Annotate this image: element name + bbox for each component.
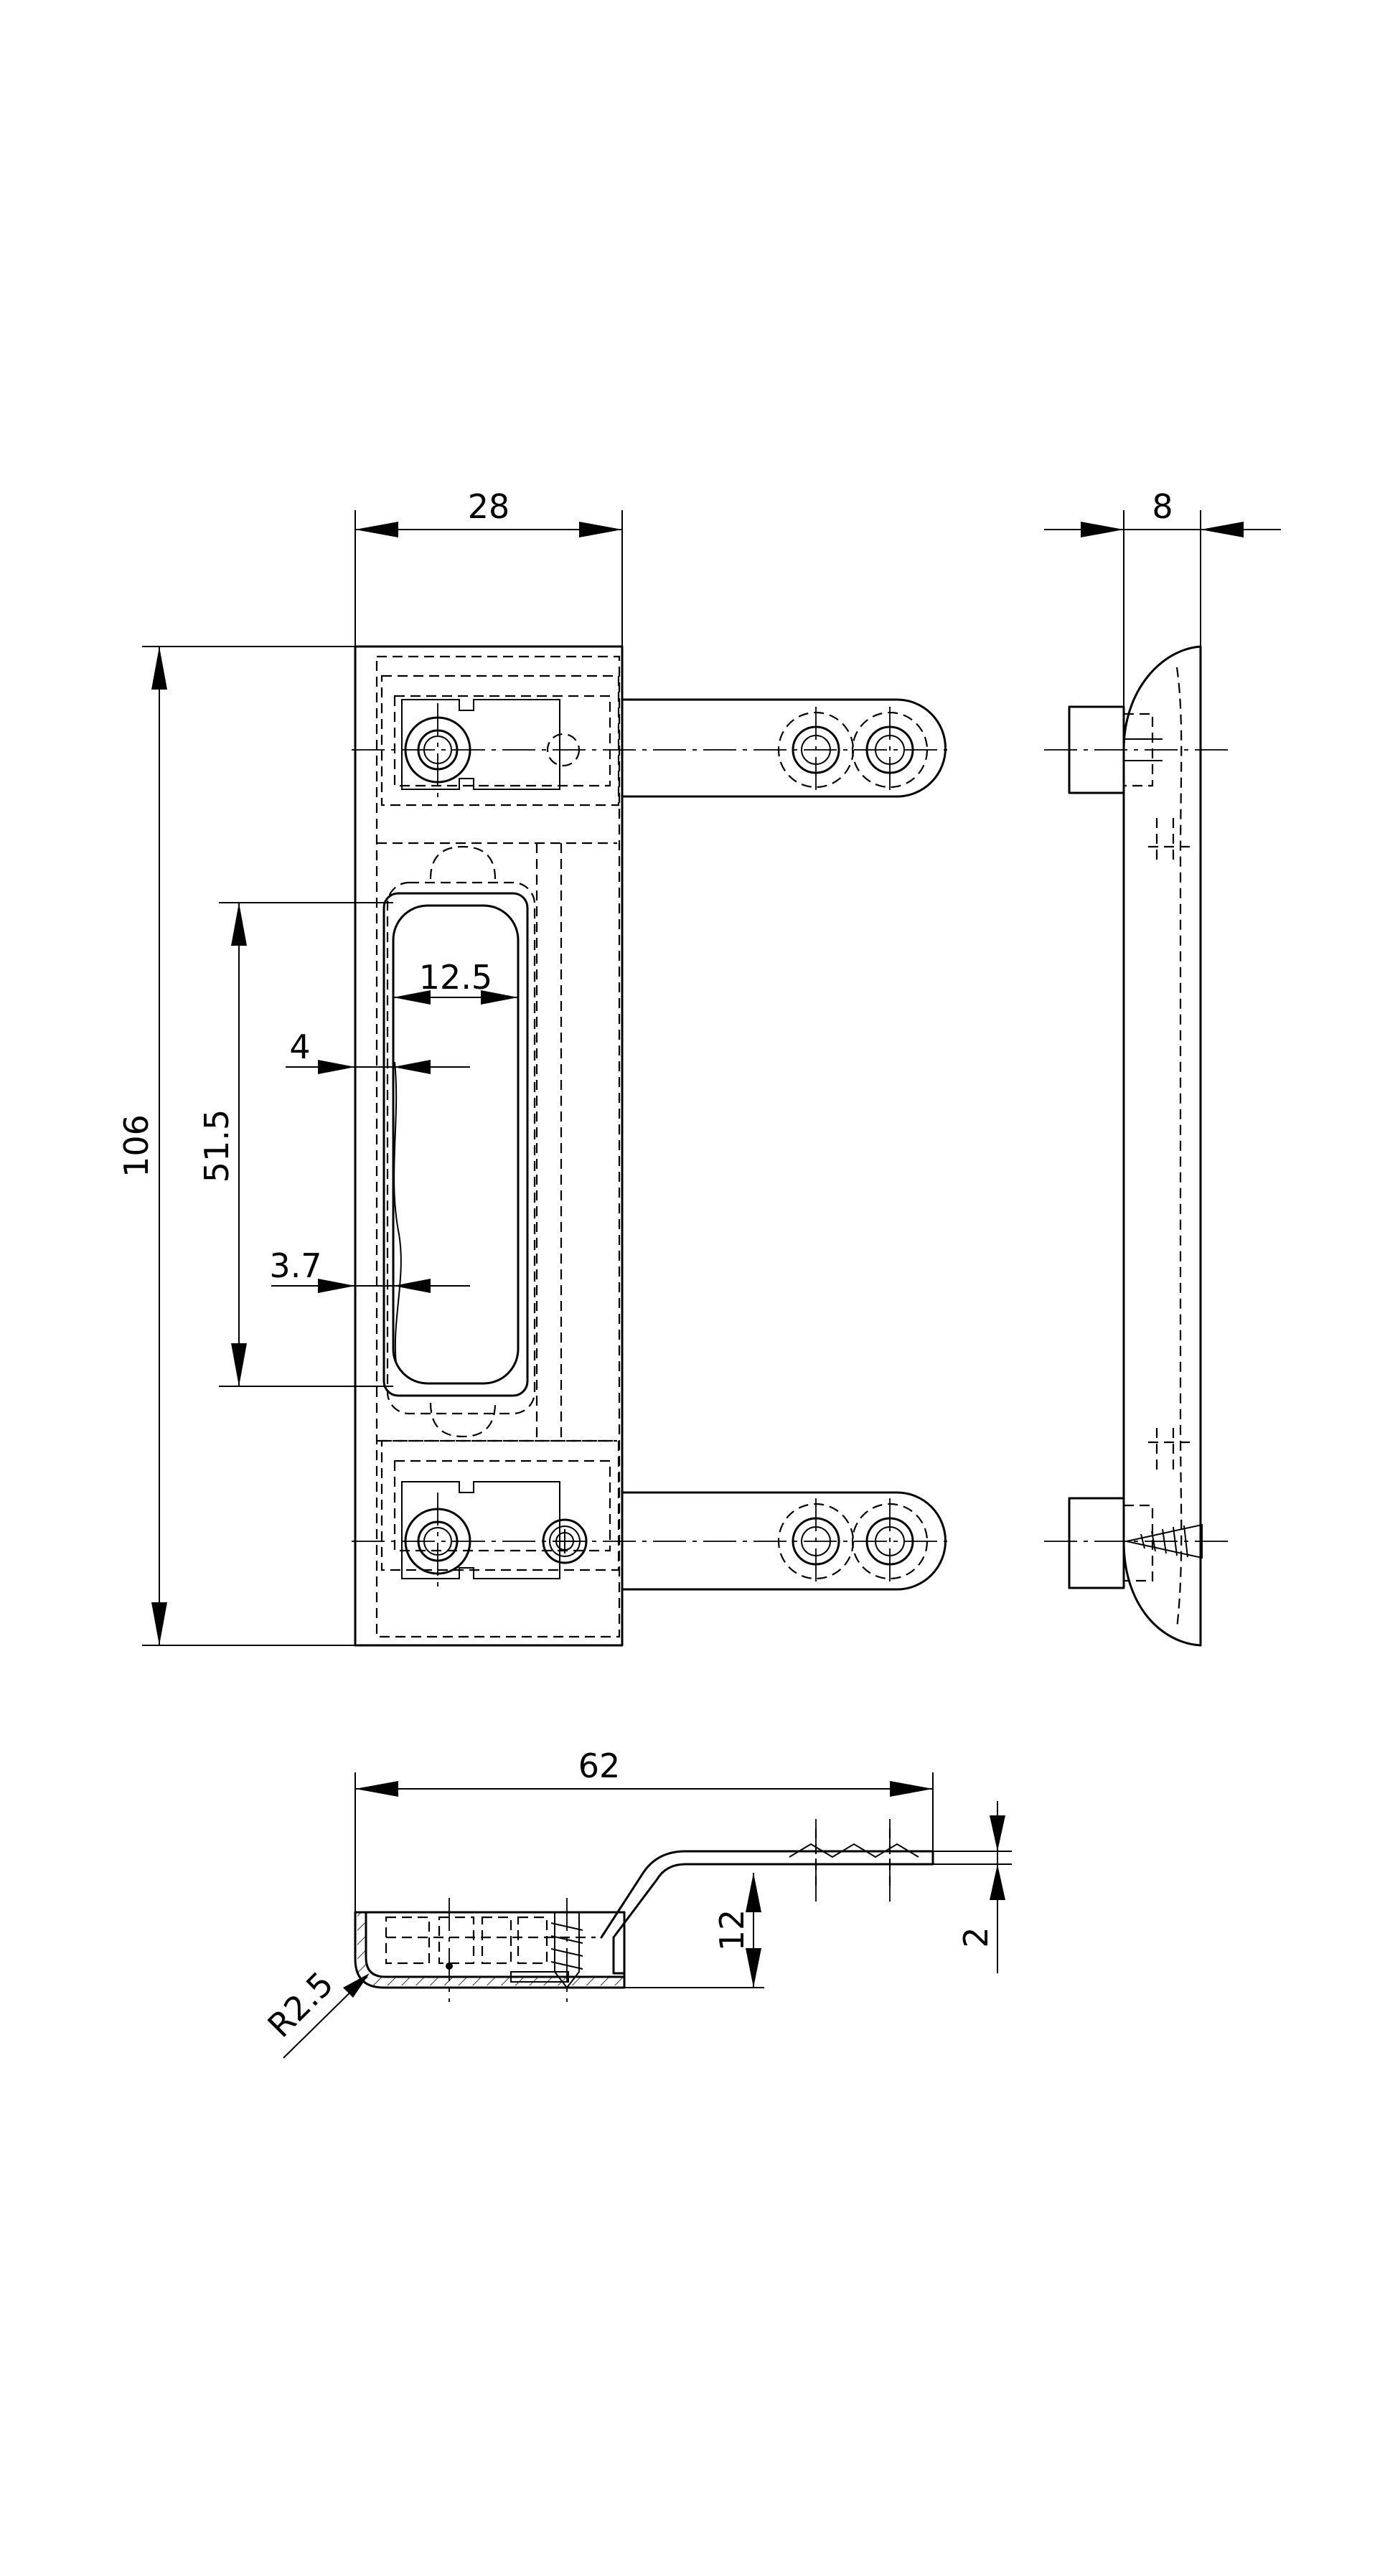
plate-inner-hidden xyxy=(375,655,621,1638)
dim-text-r2-5: R2.5 xyxy=(260,1964,341,2045)
dim-text-4: 4 xyxy=(289,1028,310,1066)
side-lower-block xyxy=(1068,1497,1125,1589)
dim-offset-4: 4 xyxy=(286,1028,470,1074)
dim-slot-12-5: 12.5 xyxy=(393,958,518,1005)
dim-text-106: 106 xyxy=(117,1114,156,1177)
plate-outline xyxy=(354,645,624,1647)
dim-radius-r2-5: R2.5 xyxy=(260,1964,370,2059)
dim-width-28: 28 xyxy=(354,487,623,647)
dim-text-51-5: 51.5 xyxy=(197,1109,236,1183)
dim-width-8: 8 xyxy=(1044,487,1281,750)
dim-text-12: 12 xyxy=(713,1909,751,1952)
front-view xyxy=(352,645,947,1647)
dim-text-12-5: 12.5 xyxy=(419,958,492,997)
dim-length-62: 62 xyxy=(354,1747,934,1912)
dim-thickness-2: 2 xyxy=(933,1801,1012,1973)
side-view xyxy=(1044,645,1234,1647)
dim-text-3-7: 3.7 xyxy=(269,1246,321,1285)
upper-arm xyxy=(621,698,947,798)
dim-text-2: 2 xyxy=(957,1927,995,1947)
dim-height-12: 12 xyxy=(624,1873,764,1988)
dim-height-106: 106 xyxy=(117,646,355,1646)
dim-text-8: 8 xyxy=(1152,487,1173,526)
side-profile xyxy=(1122,645,1202,1647)
dim-text-28: 28 xyxy=(468,487,510,526)
dim-slot-51-5: 51.5 xyxy=(197,902,393,1387)
slot-inner xyxy=(392,904,520,1385)
bottom-view xyxy=(354,1819,934,2002)
slot-outer xyxy=(382,892,529,1397)
bottom-profile xyxy=(354,1850,934,1989)
dim-offset-3-7: 3.7 xyxy=(269,1246,470,1293)
dim-text-62: 62 xyxy=(578,1747,621,1785)
